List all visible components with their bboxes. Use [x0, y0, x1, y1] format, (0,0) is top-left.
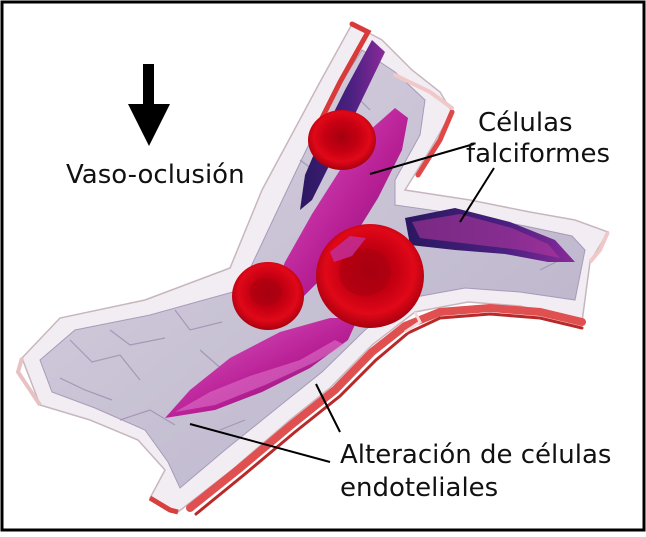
label-celulas-line2: falciformes: [466, 139, 610, 169]
label-vaso-oclusion: Vaso-oclusión: [66, 160, 245, 190]
red-blood-cell: [308, 110, 376, 170]
label-alteracion-line1: Alteración de células: [340, 440, 611, 470]
label-celulas-line1: Células: [478, 108, 573, 138]
label-alteracion-line2: endoteliales: [340, 473, 498, 503]
